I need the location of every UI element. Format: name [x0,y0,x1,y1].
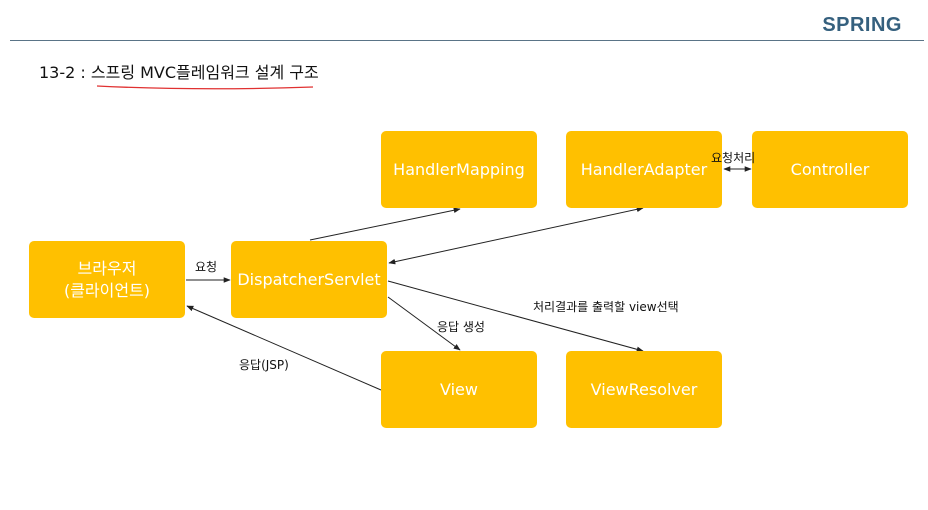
edge-label-create-response: 응답 생성 [437,320,485,334]
header-divider [10,40,924,41]
edge-label-request: 요청 [195,260,218,274]
node-view: View [381,351,537,428]
edge-view-to-browser [186,305,382,391]
node-view-resolver: ViewResolver [566,351,722,428]
edge-label-response-jsp: 응답(JSP) [239,358,289,372]
title-underline [96,85,314,90]
node-handler-mapping: HandlerMapping [381,131,537,208]
edge-dispatcher-handleradapter [388,206,644,265]
brand-label: SPRING [822,14,902,36]
node-handler-adapter-label: HandlerAdapter [580,159,708,179]
edge-label-process-request: 요청처리 [711,151,756,165]
edge-dispatcher-to-handlermapping [309,207,461,241]
node-handler-mapping-label: HandlerMapping [393,159,525,179]
node-controller-label: Controller [790,159,870,179]
node-browser: 브라우저 (클라이언트) [29,241,185,318]
node-browser-label: 브라우저 [77,258,137,278]
edge-dispatcher-to-view [387,296,461,351]
node-view-label: View [440,379,478,399]
node-view-resolver-label: ViewResolver [590,379,698,399]
node-dispatcher-servlet-label: DispatcherServlet [237,269,381,289]
node-controller: Controller [752,131,908,208]
edge-dispatcher-to-viewresolver [387,280,644,353]
slide-title: 13-2 : 스프링 MVC플레임워크 설계 구조 [39,63,319,82]
node-browser-sublabel: (클라이언트) [63,280,151,300]
node-handler-adapter: HandlerAdapter [566,131,722,208]
node-dispatcher-servlet: DispatcherServlet [231,241,387,318]
edge-label-select-view: 처리결과를 출력할 view선택 [533,300,679,314]
